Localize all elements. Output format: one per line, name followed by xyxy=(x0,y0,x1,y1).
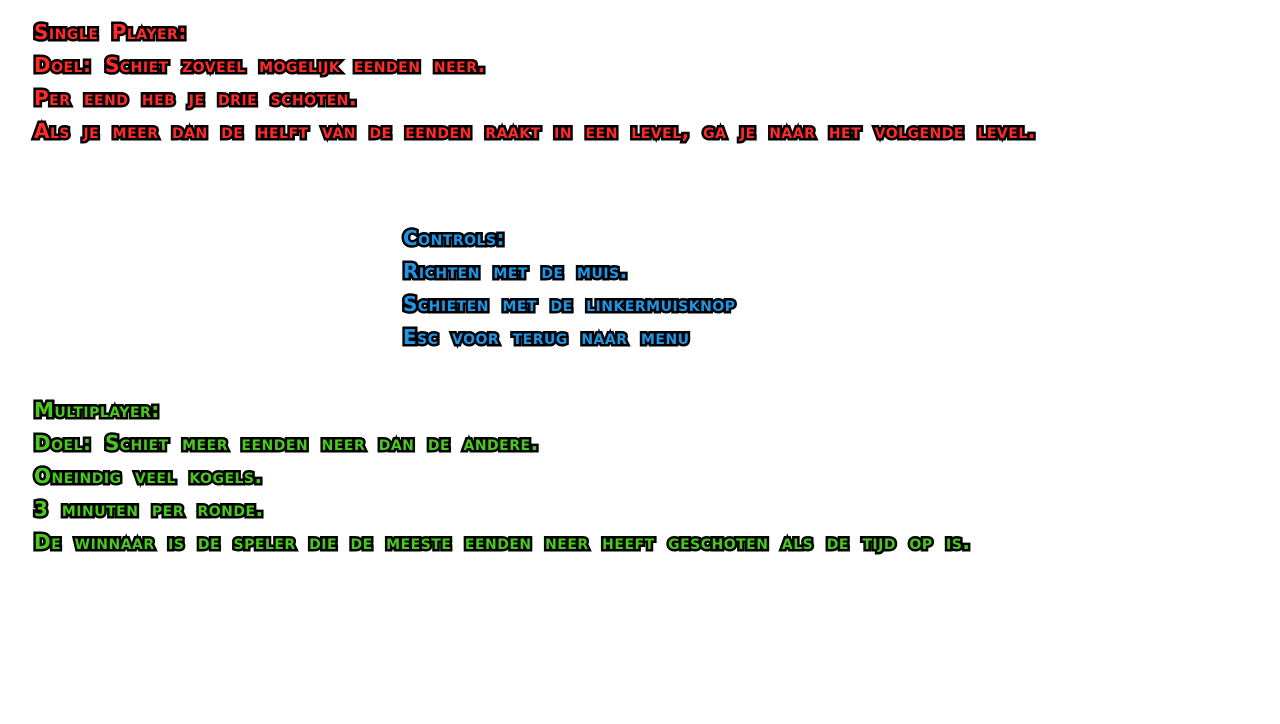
multiplayer-heading: Multiplayer: xyxy=(31,396,161,425)
multiplayer-round-time: 3 minuten per ronde. xyxy=(31,495,265,524)
controls-aim: Richten met de muis. xyxy=(400,257,629,286)
single-player-heading: Single Player: xyxy=(32,18,189,47)
single-player-goal: Doel: Schiet zoveel mogelijk eenden neer… xyxy=(32,51,488,80)
single-player-section: Single Player: Doel: Schiet zoveel mogel… xyxy=(32,16,1038,148)
single-player-level-rule: Als je meer dan de helft van de eenden r… xyxy=(32,117,1038,146)
multiplayer-section: Multiplayer: Doel: Schiet meer eenden ne… xyxy=(31,394,972,559)
controls-heading: Controls: xyxy=(400,224,507,253)
multiplayer-winner-rule: De winnaar is de speler die de meeste ee… xyxy=(31,528,972,557)
multiplayer-ammo: Oneindig veel kogels. xyxy=(31,462,264,491)
multiplayer-goal: Doel: Schiet meer eenden neer dan de and… xyxy=(31,429,540,458)
single-player-shots: Per eend heb je drie schoten. xyxy=(32,84,360,113)
controls-escape: Esc voor terug naar menu xyxy=(400,323,691,352)
controls-section: Controls: Richten met de muis. Schieten … xyxy=(400,222,737,354)
controls-shoot: Schieten met de linkermuisknop xyxy=(400,290,737,319)
